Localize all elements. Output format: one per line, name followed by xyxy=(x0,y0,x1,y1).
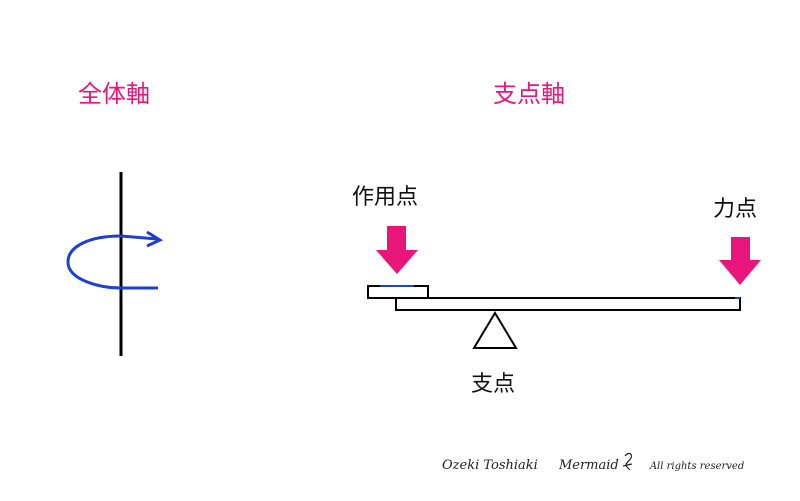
label-force-point: 力点 xyxy=(713,197,758,222)
rotation-arrow-icon xyxy=(146,230,164,248)
triangle-icon xyxy=(472,311,518,349)
footer: Ozeki Toshiaki Mermaid All rights reserv… xyxy=(442,454,744,473)
lever-diagram xyxy=(367,226,761,349)
mermaid-logo-icon xyxy=(622,452,633,471)
lever-bar xyxy=(395,297,741,311)
rotation-arrow-back xyxy=(66,234,158,290)
load-block xyxy=(367,285,429,299)
footer-brand: Mermaid xyxy=(558,458,619,473)
heading-fulcrum-axis: 支点軸 xyxy=(493,80,565,108)
heading-whole-axis: 全体軸 xyxy=(78,80,150,108)
label-effort-point: 作用点 xyxy=(352,185,419,210)
footer-author: Ozeki Toshiaki xyxy=(442,458,538,473)
rotation-diagram xyxy=(66,172,164,356)
footer-rights: All rights reserved xyxy=(649,461,745,472)
down-arrow-icon xyxy=(376,226,418,274)
rotation-arrow-front xyxy=(120,234,158,241)
down-arrow-icon-force xyxy=(719,237,761,285)
label-fulcrum: 支点 xyxy=(471,372,516,397)
